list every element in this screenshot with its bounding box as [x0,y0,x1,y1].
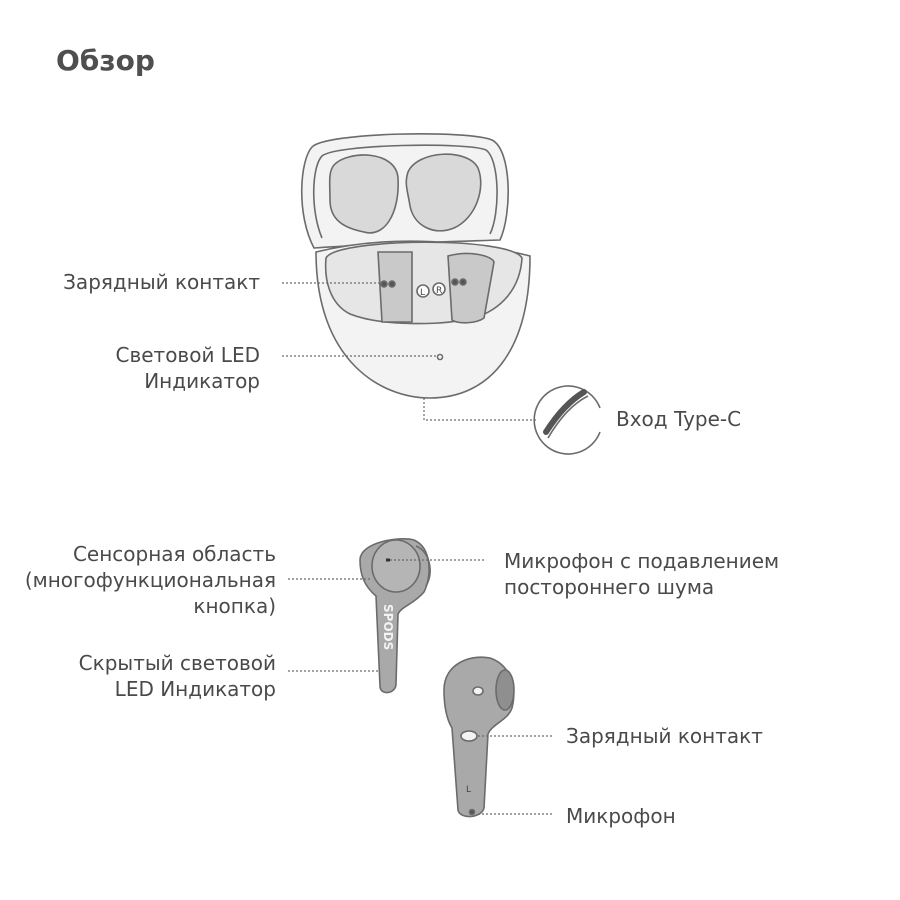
lid-recess-left [330,155,398,233]
touch-area [372,540,420,592]
slot-left-letter: L [420,288,425,298]
led-indicator-dot [438,355,443,360]
slot-right-letter: R [436,286,442,296]
side-mark-letter: L [466,785,471,795]
charging-pin-1 [381,281,387,287]
charging-case [302,134,530,398]
charging-pin-3 [452,279,458,285]
charging-pin-4 [460,279,466,285]
brand-logo-text: SPODS [381,604,395,650]
vent-dot [473,687,483,695]
earbud-side [444,657,514,816]
type-c-zoom [534,386,600,454]
charging-contact-pad [461,731,477,741]
charging-pin-2 [389,281,395,287]
bottom-microphone [470,810,475,815]
